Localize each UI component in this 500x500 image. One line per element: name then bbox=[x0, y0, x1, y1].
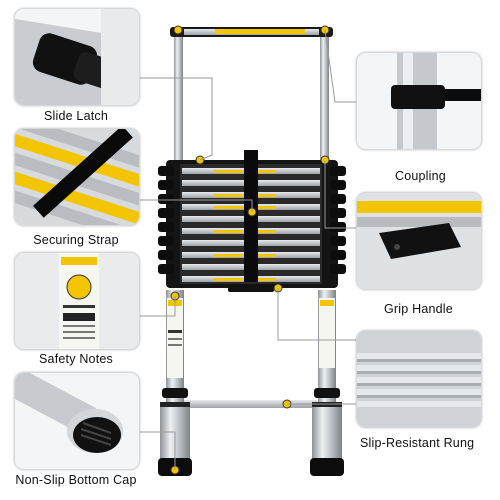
slide-latch-label: Slide Latch bbox=[43, 109, 109, 123]
bottom-cap-right bbox=[310, 458, 344, 476]
coupling-label: Coupling bbox=[395, 169, 446, 183]
slide-latch-inset bbox=[14, 8, 140, 106]
safety-notes-inset bbox=[14, 252, 140, 350]
grip-handle-label: Grip Handle bbox=[384, 302, 453, 316]
slip-resistant-rung-inset bbox=[356, 330, 482, 428]
non-slip-bottom-cap-inset bbox=[14, 372, 140, 470]
grip-handle-inset bbox=[356, 192, 482, 290]
non-slip-bottom-cap-label: Non-Slip Bottom Cap bbox=[15, 473, 137, 487]
securing-strap-inset bbox=[14, 128, 140, 226]
slip-resistant-rung-label: Slip-Resistant Rung bbox=[360, 436, 475, 450]
coupling-inset bbox=[356, 52, 482, 150]
bottom-rung bbox=[184, 400, 318, 408]
grip-handle bbox=[228, 284, 274, 292]
securing-strap-label: Securing Strap bbox=[33, 233, 119, 247]
safety-notes-label: Safety Notes bbox=[39, 352, 113, 366]
